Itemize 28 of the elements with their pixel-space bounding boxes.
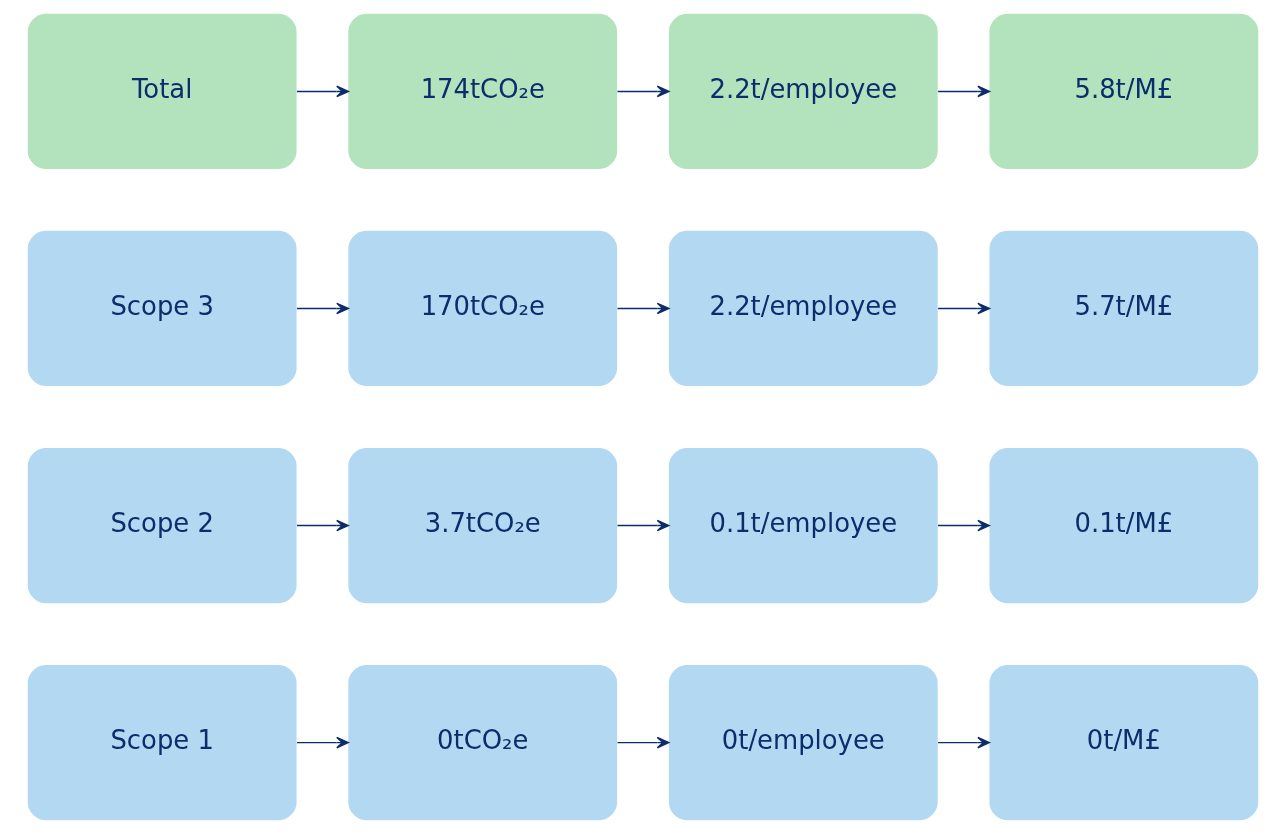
arrow (936, 85, 990, 98)
node-box: 0t/employee (668, 664, 938, 821)
node-box: 0.1t/M£ (988, 447, 1258, 604)
node-box: Scope 2 (27, 447, 297, 604)
arrow (936, 302, 990, 315)
node-box: 3.7tCO₂e (347, 447, 617, 604)
arrow (295, 85, 349, 98)
arrow (616, 736, 670, 749)
node-box: Total (27, 13, 297, 170)
node-box: 0t/M£ (988, 664, 1258, 821)
node-box: 5.8t/M£ (988, 13, 1258, 170)
arrow (295, 519, 349, 532)
arrow (616, 85, 670, 98)
node-box: 174tCO₂e (347, 13, 617, 170)
arrow (616, 519, 670, 532)
node-box: Scope 1 (27, 664, 297, 821)
arrow (616, 302, 670, 315)
arrow (295, 302, 349, 315)
node-box: 0.1t/employee (668, 447, 938, 604)
arrow (295, 736, 349, 749)
node-box: 0tCO₂e (347, 664, 617, 821)
node-box: 170tCO₂e (347, 230, 617, 387)
node-box: 5.7t/M£ (988, 230, 1258, 387)
node-box: Scope 3 (27, 230, 297, 387)
arrow (936, 519, 990, 532)
node-box: 2.2t/employee (668, 230, 938, 387)
node-box: 2.2t/employee (668, 13, 938, 170)
arrow (936, 736, 990, 749)
